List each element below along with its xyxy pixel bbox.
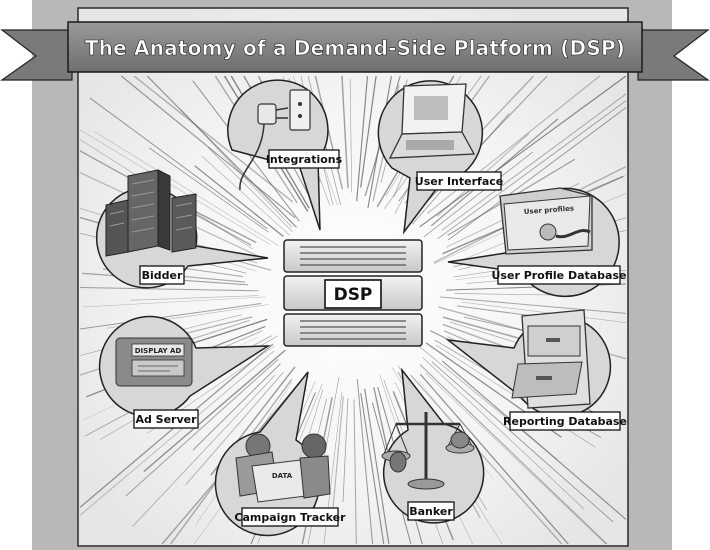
burst-ray (79, 287, 259, 292)
server-rack-icon (105, 169, 197, 257)
burst-ray (341, 75, 349, 189)
label-box-bidder (139, 265, 185, 285)
burst-ray (192, 363, 281, 451)
folder-text: User profiles (524, 205, 575, 216)
burst-ray (125, 359, 279, 497)
component-banker: Banker (381, 367, 485, 524)
banner-ribbon-right (637, 29, 710, 81)
component-ad-server: DISPLAY AD Ad Server (98, 315, 271, 429)
burst-ray (349, 78, 352, 193)
burst-ray (130, 295, 259, 301)
burst-ray (422, 357, 585, 510)
burst-ray (419, 373, 569, 545)
burst-ray (132, 374, 276, 527)
burst-ray (342, 398, 349, 503)
component-integrations: Integrations (227, 79, 343, 231)
label-user-profile-database: User Profile Database (492, 269, 627, 282)
documents-icon: DATA (235, 433, 331, 503)
title-banner: The Anatomy of a Demand-Side Platform (D… (0, 21, 710, 81)
dsp-server-stack: DSP (283, 239, 423, 347)
label-box-ad-server (133, 409, 199, 429)
documents-text: DATA (272, 472, 293, 480)
burst-ray (149, 147, 269, 233)
label-box-user-interface (416, 171, 502, 191)
banner-body (67, 21, 643, 73)
burst-ray (79, 129, 271, 245)
burst-ray (146, 75, 297, 228)
burst-ray (423, 151, 534, 238)
burst-ray (447, 107, 627, 241)
burst-ray (441, 93, 627, 231)
label-box-banker (407, 501, 455, 521)
burst-ray (143, 349, 286, 473)
component-user-interface: User Interface (377, 80, 503, 235)
burst-ray (79, 303, 262, 330)
burst-ray (82, 296, 266, 308)
burst-ray (120, 75, 296, 219)
burst-ray (79, 350, 275, 516)
server-vents-top (300, 246, 406, 266)
dsp-label-box (324, 279, 382, 309)
label-reporting-database: Reporting Database (503, 415, 627, 428)
label-integrations: Integrations (266, 153, 343, 166)
burst-ray (185, 371, 284, 486)
burst-ray (419, 364, 608, 545)
burst-ray (410, 374, 563, 545)
burst-ray (441, 360, 627, 520)
burst-ray (440, 296, 627, 314)
label-box-reporting-database (509, 411, 621, 431)
label-campaign-tracker: Campaign Tracker (234, 511, 346, 524)
server-unit-bottom (283, 313, 423, 347)
dsp-label: DSP (334, 285, 373, 305)
burst-ray (437, 100, 627, 240)
burst-ray (133, 75, 294, 203)
burst-ray (314, 75, 344, 190)
burst-ray (360, 392, 385, 545)
filing-cabinet-icon (511, 309, 591, 409)
label-box-campaign-tracker (241, 507, 339, 527)
component-campaign-tracker: DATA Campaign Tracker (214, 371, 346, 537)
burst-ray (431, 361, 614, 523)
display-ad-text: DISPLAY AD (135, 347, 182, 355)
burst-ray (364, 388, 390, 545)
burst-ray (356, 379, 374, 545)
page-title: The Anatomy of a Demand-Side Platform (D… (85, 36, 625, 60)
burst-ray (360, 75, 377, 188)
laptop-icon (388, 83, 476, 159)
burst-ray (353, 399, 357, 545)
burst-ray (194, 165, 284, 237)
burst-ray (425, 372, 606, 545)
burst-ray (419, 346, 558, 461)
folder-icon: User profiles (499, 187, 593, 255)
label-banker: Banker (409, 505, 453, 518)
server-unit-top (283, 239, 423, 273)
burst-ray (356, 75, 369, 202)
burst-ray (89, 97, 268, 230)
burst-ray (94, 131, 279, 246)
display-ad-icon: DISPLAY AD (115, 337, 193, 387)
burst-ray (419, 75, 627, 228)
plug-icon (239, 89, 311, 191)
burst-ray (426, 75, 601, 215)
banner-ribbon-left (0, 29, 73, 81)
burst-ray (201, 155, 290, 236)
server-vents-bottom (300, 320, 406, 340)
label-ad-server: Ad Server (135, 413, 197, 426)
component-user-profile-database: User profiles User Profile Database (447, 187, 627, 298)
label-bidder: Bidder (142, 269, 183, 282)
burst-ray (460, 301, 627, 323)
label-box-integrations (268, 149, 340, 169)
component-bidder: Bidder (95, 169, 269, 289)
scales-icon (381, 412, 475, 490)
component-reporting-database: Reporting Database (445, 309, 627, 431)
label-box-user-profile-database (497, 265, 621, 285)
label-user-interface: User Interface (415, 175, 503, 188)
burst-ray (207, 147, 293, 232)
burst-ray (331, 396, 344, 522)
